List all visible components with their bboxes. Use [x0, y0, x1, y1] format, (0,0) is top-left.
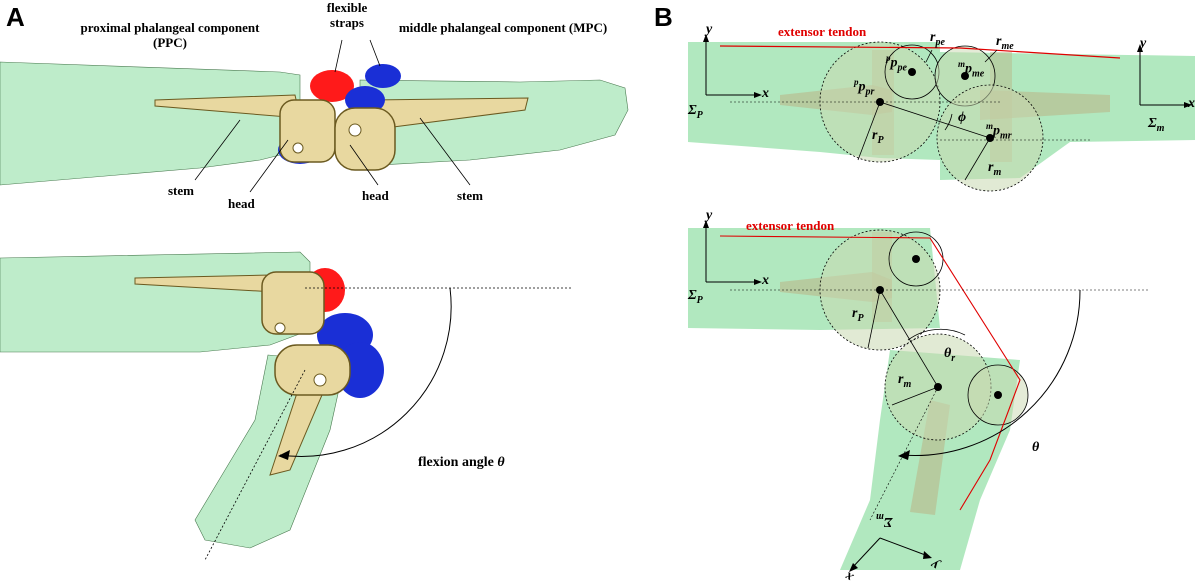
panel-b-drawing	[688, 34, 1195, 572]
point-ppe	[908, 68, 916, 76]
x-axis-label-m-top: x	[1188, 96, 1195, 111]
y-axis-label-p-top: y	[706, 22, 713, 37]
m-p-me-label: mpme	[958, 59, 985, 80]
head-label-right: head	[362, 188, 389, 203]
sigma-m-y-arrow	[1137, 44, 1143, 52]
sigma-m-y-arrow-bottom	[923, 551, 932, 559]
ppc-head-hole-bottom	[274, 322, 286, 334]
leader-head-left	[249, 139, 289, 193]
extensor-tendon-top	[719, 45, 1121, 59]
red-strap-top	[310, 70, 354, 102]
mpc-label: middle phalangeal component (MPC)	[398, 20, 608, 35]
x-axis-label-p-bottom: x	[762, 273, 769, 288]
ppc-head-hole	[292, 142, 304, 154]
leader-strap-1	[334, 39, 343, 73]
mpc-head-top	[334, 107, 396, 171]
panel-a-drawing	[0, 39, 629, 561]
sigma-m-label-top: Σm	[1148, 116, 1165, 134]
sigma-m-x-arrow	[1184, 102, 1192, 108]
ppc-head-top	[279, 99, 336, 163]
point-ppe-bottom	[912, 255, 920, 263]
leader-rpe	[925, 49, 933, 63]
blue-strap-top-1	[365, 64, 401, 88]
straps-label: flexible straps	[326, 0, 368, 30]
link-ppr-mpr	[879, 101, 991, 139]
panel-b: B extensor tendon y x ΣP y x Σm rpe rme …	[640, 0, 1200, 587]
sigma-p-label-bottom: ΣP	[688, 288, 703, 306]
panel-b-label: B	[654, 2, 673, 32]
leader-stem-right	[419, 117, 471, 186]
radius-rm-top	[964, 137, 991, 181]
stem-label-right: stem	[457, 188, 483, 203]
r-m-label-top: rm	[988, 160, 1002, 178]
blue-strap-bottom-2	[336, 342, 384, 398]
sigma-m-x-arrow-bottom	[849, 563, 858, 572]
y-axis-label-p-bottom: y	[706, 208, 713, 223]
link-bottom	[879, 289, 939, 388]
p-pr-label: pppr	[854, 77, 875, 98]
phi-arc	[944, 113, 953, 131]
r-pe-label: rpe	[930, 30, 945, 48]
m-p-mr-label: mpmr	[986, 121, 1012, 142]
sigma-p-y-arrow	[703, 34, 709, 42]
r-m-label-bottom: rm	[898, 372, 912, 390]
flexed-center-line	[869, 386, 939, 521]
theta-arc	[901, 289, 1081, 456]
theta-arrow-head	[898, 450, 910, 460]
sigma-m-x-axis-bottom	[851, 537, 881, 569]
extensor-tendon-label-bottom: extensor tendon	[746, 218, 835, 233]
mpc-head-bottom	[274, 344, 351, 396]
r-p-label-bottom: rP	[852, 306, 864, 324]
blue-strap-top-2	[345, 86, 385, 114]
radius-rp-bottom	[867, 289, 881, 349]
sigma-p-y-arrow-bottom	[703, 220, 709, 228]
point-mpe-bottom	[994, 391, 1002, 399]
point-mpe	[961, 72, 969, 80]
leader-rme	[984, 49, 998, 63]
ppc-head-bottom	[261, 271, 325, 335]
mpc-head-hole	[348, 123, 362, 137]
panel-a: A proximal phalangeal component (PPC) mi…	[0, 0, 629, 561]
y-axis-label-m-top: y	[1140, 36, 1147, 51]
radius-rm-bottom	[891, 386, 939, 406]
leader-head-right	[349, 144, 379, 186]
r-me-label: rme	[996, 34, 1014, 52]
theta-r-arc	[907, 328, 966, 341]
x-axis-label-p-top: x	[762, 86, 769, 101]
theta-label: θ	[1032, 440, 1040, 455]
extensor-tendon-bottom	[719, 235, 1021, 511]
theta-r-label: θr	[944, 346, 956, 364]
sigma-m-y-axis-bottom	[879, 537, 929, 557]
leader-strap-2	[369, 39, 381, 67]
panel-a-label: A	[6, 2, 25, 32]
sigma-p-x-arrow	[754, 92, 762, 98]
phi-label: ϕ	[958, 110, 967, 125]
radius-rp-top	[857, 101, 881, 161]
mpc-head-hole-bottom	[313, 373, 327, 387]
flexion-angle-label: flexion angle θ	[418, 455, 505, 470]
head-label-left: head	[228, 196, 255, 211]
sigma-p-x-arrow-bottom	[754, 279, 762, 285]
extensor-tendon-label-top: extensor tendon	[778, 24, 867, 39]
leader-stem-left	[194, 119, 241, 181]
proximal-bone-top	[0, 61, 301, 186]
sigma-p-label-top: ΣP	[688, 103, 703, 121]
flexion-angle-arc	[279, 287, 452, 457]
p-pe-label: pppe	[886, 53, 907, 74]
sigma-m-label-bottom: Σm	[876, 511, 893, 529]
r-p-label-top: rP	[872, 128, 884, 146]
stem-label-left: stem	[168, 183, 194, 198]
ppc-label: proximal phalangeal component (PPC)	[80, 20, 260, 50]
flexion-arrow-head	[278, 450, 290, 460]
